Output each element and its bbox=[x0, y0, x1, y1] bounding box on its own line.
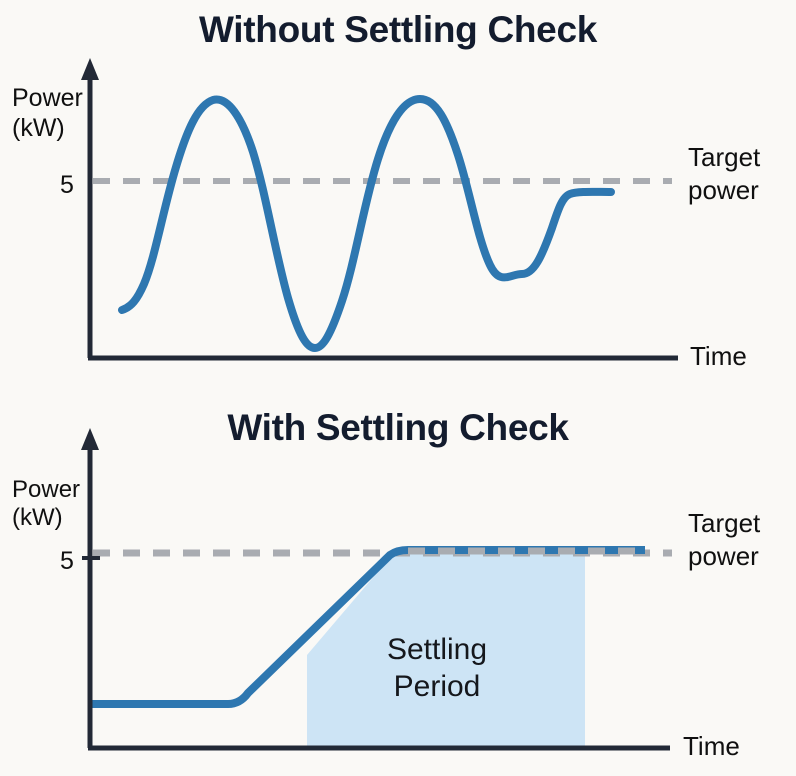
y-tick-label-5: 5 bbox=[60, 547, 74, 575]
target-power-label: Target power bbox=[688, 141, 760, 206]
target-power-label: Target power bbox=[688, 507, 760, 572]
target-power-label-line1: Target bbox=[688, 508, 761, 538]
chart-plot-with-settling-check bbox=[81, 428, 672, 751]
y-axis-label-power-line2: (kW) bbox=[12, 113, 65, 142]
settling-period-label: Settling Period bbox=[337, 632, 537, 705]
target-power-label-line2: power bbox=[688, 174, 759, 205]
y-axis-label-power-line1: Power bbox=[12, 476, 81, 503]
chart-title-without-settling-check: Without Settling Check bbox=[199, 9, 597, 50]
power-curve-ramp bbox=[89, 546, 645, 708]
target-power-label-line1: Target bbox=[688, 142, 761, 172]
y-axis-label-power-line2: (kW) bbox=[12, 504, 63, 532]
x-axis-label-time: Time bbox=[690, 341, 747, 371]
y-axis-label-power: Power (kW) bbox=[12, 476, 80, 533]
target-power-label-line2: power bbox=[688, 540, 759, 571]
panel-without-settling-check: Without Settling Check Power (kW) 5 Targ… bbox=[12, 9, 760, 371]
x-axis-label-time: Time bbox=[683, 731, 740, 761]
y-axis-arrow-icon bbox=[81, 58, 99, 80]
chart-plot-without-settling-check bbox=[81, 58, 678, 361]
power-curve-oscillating bbox=[118, 95, 615, 352]
settling-period-label-line2: Period bbox=[393, 669, 481, 703]
panel-with-settling-check: With Settling Check Power (kW) 5 Targ bbox=[0, 390, 796, 776]
y-axis-arrow-icon bbox=[81, 428, 99, 450]
y-tick-label-5: 5 bbox=[60, 171, 74, 199]
chart-title-with-settling-check: With Settling Check bbox=[227, 407, 569, 448]
y-axis-label-power: Power (kW) bbox=[12, 84, 83, 143]
y-axis-label-power-line1: Power bbox=[12, 84, 83, 112]
settling-period-shaded-region bbox=[307, 551, 585, 748]
settling-period-label-line1: Settling bbox=[386, 633, 488, 666]
